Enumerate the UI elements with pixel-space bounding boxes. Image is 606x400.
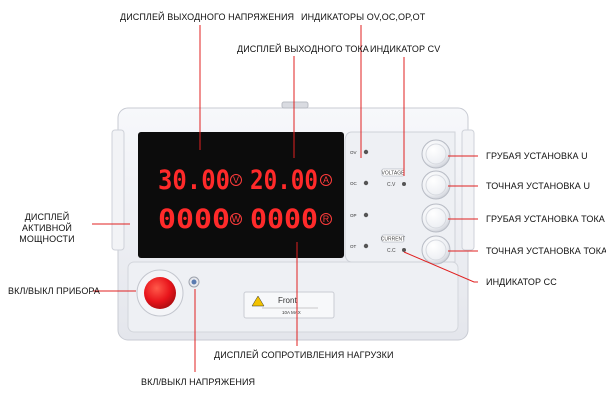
unit-w-icon: W <box>230 213 242 225</box>
current-readout: 20.00 <box>250 165 318 196</box>
svg-text:W: W <box>232 214 241 224</box>
leader-lines <box>92 25 478 372</box>
svg-text:VOLTAGE: VOLTAGE <box>382 171 406 177</box>
label-fine-u: ТОЧНАЯ УСТАНОВКА U <box>486 181 591 191</box>
svg-text:OP: OP <box>350 213 357 218</box>
coarse-voltage-knob[interactable] <box>421 139 451 169</box>
power-button[interactable] <box>136 269 184 317</box>
svg-text:OV: OV <box>350 150 357 155</box>
voltage-readout: 30.00 <box>158 165 230 196</box>
resistance-readout: 0000 <box>250 204 318 235</box>
coarse-current-knob[interactable] <box>421 203 451 233</box>
svg-text:OT: OT <box>350 244 357 249</box>
label-cc-indicator: ИНДИКАТОР СС <box>486 277 557 287</box>
op-led <box>363 212 369 218</box>
label-voltage-display: ДИСПЛЕЙ ВЫХОДНОГО НАПРЯЖЕНИЯ <box>120 12 295 22</box>
svg-text:A: A <box>323 175 329 185</box>
label-fine-i: ТОЧНАЯ УСТАНОВКА ТОКА <box>486 246 606 256</box>
fine-voltage-knob[interactable] <box>421 170 451 200</box>
front-terminal-panel: Front 10A MAX <box>243 291 335 319</box>
label-current-display: ДИСПЛЕЙ ВЫХОДНОГО ТОКА <box>237 44 369 54</box>
ot-led <box>363 243 369 249</box>
label-power-switch: ВКЛ/ВЫКЛ ПРИБОРА <box>8 286 101 296</box>
display-screen <box>138 132 344 258</box>
ov-led <box>363 149 369 155</box>
svg-text:C.C: C.C <box>387 248 396 254</box>
warning-icon <box>251 295 265 307</box>
output-button[interactable] <box>188 276 200 288</box>
svg-text:OC: OC <box>350 181 358 186</box>
svg-text:CURRENT: CURRENT <box>381 237 405 243</box>
protection-indicators: OV OC OP OT <box>350 149 369 249</box>
label-coarse-u: ГРУБАЯ УСТАНОВКА U <box>486 151 588 161</box>
svg-text:C.V: C.V <box>387 182 396 188</box>
cv-led <box>402 182 406 186</box>
label-power-display: ДИСПЛЕЙ АКТИВНОЙ МОЩНОСТИ <box>19 212 75 244</box>
svg-text:Front: Front <box>278 296 297 305</box>
label-cv-indicator: ИНДИКАТОР CV <box>370 44 441 54</box>
power-readout: 0000 <box>158 204 230 235</box>
fine-current-knob[interactable] <box>421 235 451 265</box>
svg-text:V: V <box>233 175 239 185</box>
label-output-switch: ВКЛ/ВЫКЛ НАПРЯЖЕНИЯ <box>141 377 256 387</box>
cc-led <box>402 248 406 252</box>
unit-a-icon: A <box>320 174 332 186</box>
oc-led <box>363 180 369 186</box>
label-coarse-i: ГРУБАЯ УСТАНОВКА ТОКА <box>486 214 605 224</box>
svg-text:10A MAX: 10A MAX <box>282 310 301 315</box>
svg-text:R: R <box>323 214 330 224</box>
unit-r-icon: R <box>320 213 332 225</box>
label-resistance-display: ДИСПЛЕЙ СОПРОТИВЛЕНИЯ НАГРУЗКИ <box>214 350 394 360</box>
unit-v-icon: V <box>230 174 242 186</box>
label-indicators: ИНДИКАТОРЫ OV,OC,OP,OT <box>301 12 426 22</box>
